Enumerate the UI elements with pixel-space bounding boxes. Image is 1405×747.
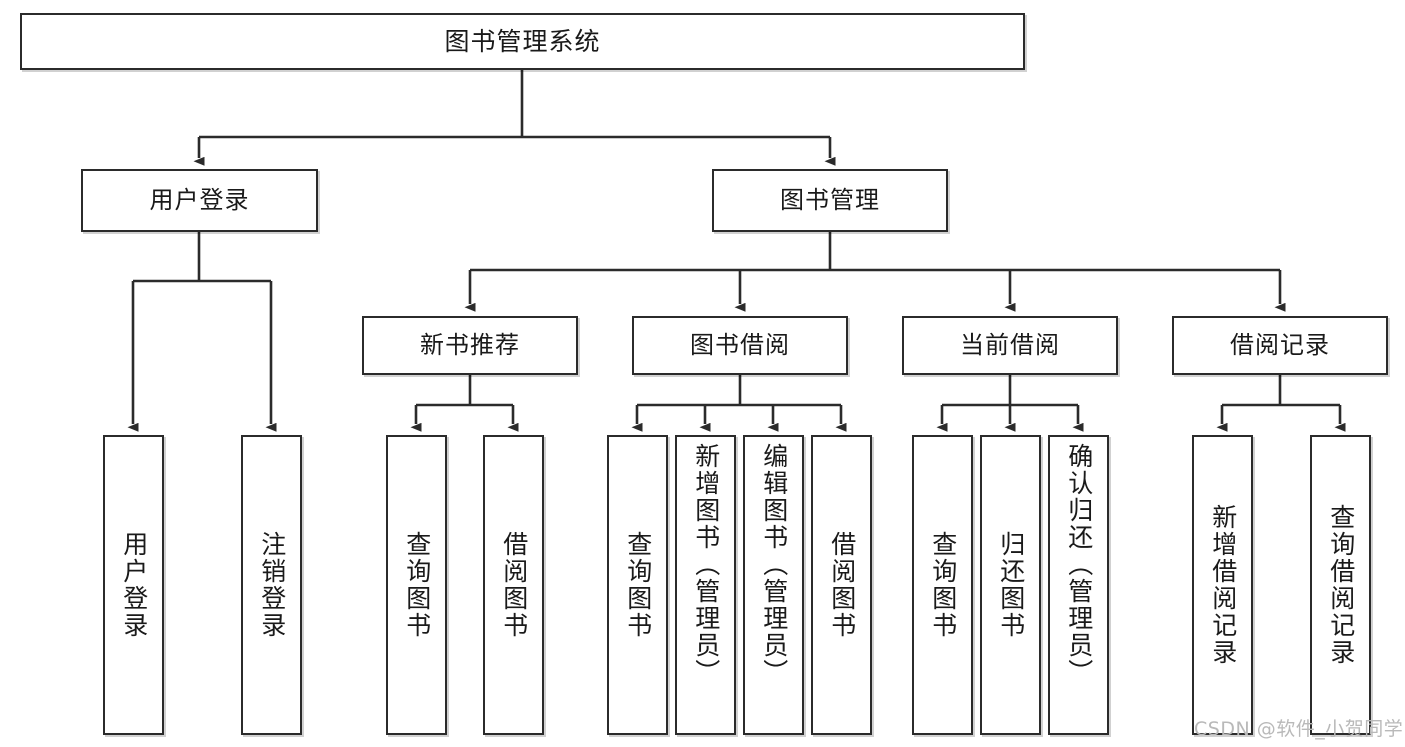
node-label: 归还图书 (996, 531, 1026, 639)
node-book-management[interactable]: 图书管理 (712, 169, 948, 232)
node-user-login[interactable]: 用户登录 (81, 169, 318, 232)
node-label: 查询图书 (928, 531, 958, 639)
node-label: 借阅图书 (827, 531, 857, 639)
node-leaf-add-book[interactable]: 新增图书（管理员） (675, 435, 736, 735)
node-label: 用户登录 (149, 186, 250, 215)
node-leaf-return-book[interactable]: 归还图书 (980, 435, 1041, 735)
node-leaf-query-record[interactable]: 查询借阅记录 (1310, 435, 1371, 735)
node-label: 注销登录 (257, 531, 287, 639)
node-label: 借阅图书 (499, 531, 529, 639)
node-leaf-query-book-3[interactable]: 查询图书 (912, 435, 973, 735)
node-borrow-record[interactable]: 借阅记录 (1172, 316, 1388, 375)
node-leaf-user-logout[interactable]: 注销登录 (241, 435, 302, 735)
node-leaf-add-record[interactable]: 新增借阅记录 (1192, 435, 1253, 735)
node-label: 借阅记录 (1230, 331, 1330, 360)
node-label: 查询借阅记录 (1326, 504, 1356, 666)
node-new-book-recommend[interactable]: 新书推荐 (362, 316, 578, 375)
node-label: 当前借阅 (960, 331, 1060, 360)
node-leaf-borrow-book-2[interactable]: 借阅图书 (811, 435, 872, 735)
node-label: 新书推荐 (420, 331, 520, 360)
node-current-borrow[interactable]: 当前借阅 (902, 316, 1118, 375)
node-leaf-edit-book[interactable]: 编辑图书（管理员） (743, 435, 804, 735)
node-label: 图书管理系统 (444, 26, 601, 56)
node-label: 查询图书 (402, 531, 432, 639)
node-leaf-query-book-1[interactable]: 查询图书 (386, 435, 447, 735)
node-label: 确认归还（管理员） (1064, 443, 1094, 686)
node-label: 图书借阅 (690, 331, 790, 360)
node-label: 图书管理 (780, 186, 880, 215)
watermark-text: CSDN @软件_小贺同学 (1194, 718, 1404, 740)
node-leaf-borrow-book-1[interactable]: 借阅图书 (483, 435, 544, 735)
node-leaf-query-book-2[interactable]: 查询图书 (607, 435, 668, 735)
node-label: 新增图书（管理员） (691, 443, 721, 686)
node-label: 查询图书 (623, 531, 653, 639)
node-label: 编辑图书（管理员） (759, 443, 789, 686)
node-leaf-confirm-return[interactable]: 确认归还（管理员） (1048, 435, 1109, 735)
node-book-borrow[interactable]: 图书借阅 (632, 316, 848, 375)
node-label: 新增借阅记录 (1208, 504, 1238, 666)
node-label: 用户登录 (119, 531, 149, 639)
node-root-system[interactable]: 图书管理系统 (20, 13, 1025, 70)
node-leaf-user-login[interactable]: 用户登录 (103, 435, 164, 735)
